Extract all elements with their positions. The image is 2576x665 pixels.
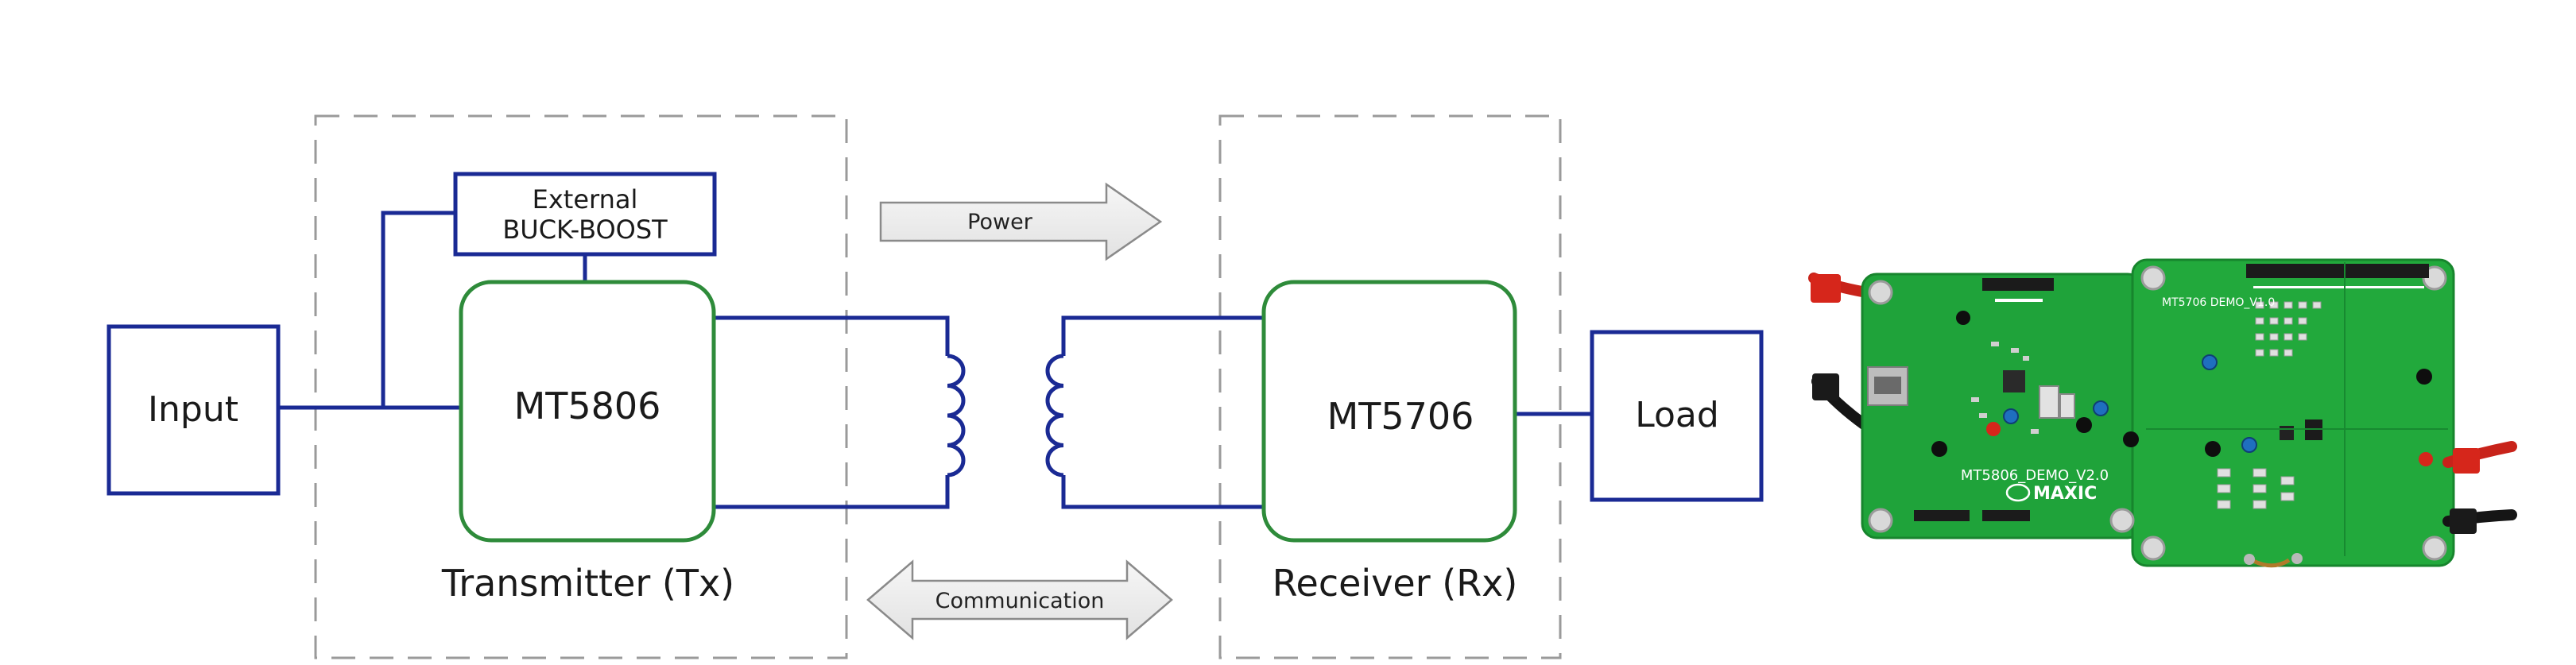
rx-board-silkscreen: MT5706 DEMO_V1.0: [2162, 296, 2275, 309]
demo-board-photo: MT5806_DEMO_V2.0 MAXIC: [1808, 258, 2517, 568]
tx-caption: Transmitter (Tx): [441, 562, 734, 605]
wire-tx-top-to-coil: [714, 315, 950, 356]
input-label: Input: [148, 389, 238, 430]
load-block: [1590, 330, 1764, 502]
tx-board-silkscreen: MT5806_DEMO_V2.0: [1961, 467, 2109, 484]
wire-input-to-buck-boost: [381, 211, 455, 408]
buck-boost-block: [453, 172, 717, 257]
wire-tx-bottom-to-coil: [714, 475, 950, 509]
power-label: Power: [967, 210, 1033, 234]
rx-caption: Receiver (Rx): [1273, 562, 1518, 605]
wires: [278, 211, 1592, 509]
input-block: [107, 324, 281, 496]
tx-board: [1862, 274, 2142, 538]
tx-coil: [947, 354, 966, 477]
wire-rx-coil-bottom: [1061, 475, 1264, 509]
buck-boost-label-line1: External: [533, 184, 638, 215]
power-arrow: [879, 182, 1163, 261]
tx-chip-label: MT5806: [514, 385, 661, 427]
rx-coil: [1045, 354, 1064, 477]
wire-rx-coil-top: [1061, 315, 1264, 356]
maxic-logo: MAXIC: [2005, 483, 2097, 504]
svg-text:MAXIC: MAXIC: [2033, 484, 2097, 504]
rx-board: [2132, 260, 2454, 566]
rx-chip-label: MT5706: [1327, 395, 1474, 438]
buck-boost-label-line2: BUCK-BOOST: [502, 215, 668, 245]
tx-dashed-frame: [314, 114, 848, 659]
rx-dashed-frame: [1218, 114, 1562, 659]
communication-arrow: [866, 559, 1173, 640]
tx-chip-block: [459, 280, 716, 543]
communication-label: Communication: [935, 589, 1105, 613]
rx-chip-block: [1261, 280, 1517, 543]
load-label: Load: [1635, 395, 1719, 435]
